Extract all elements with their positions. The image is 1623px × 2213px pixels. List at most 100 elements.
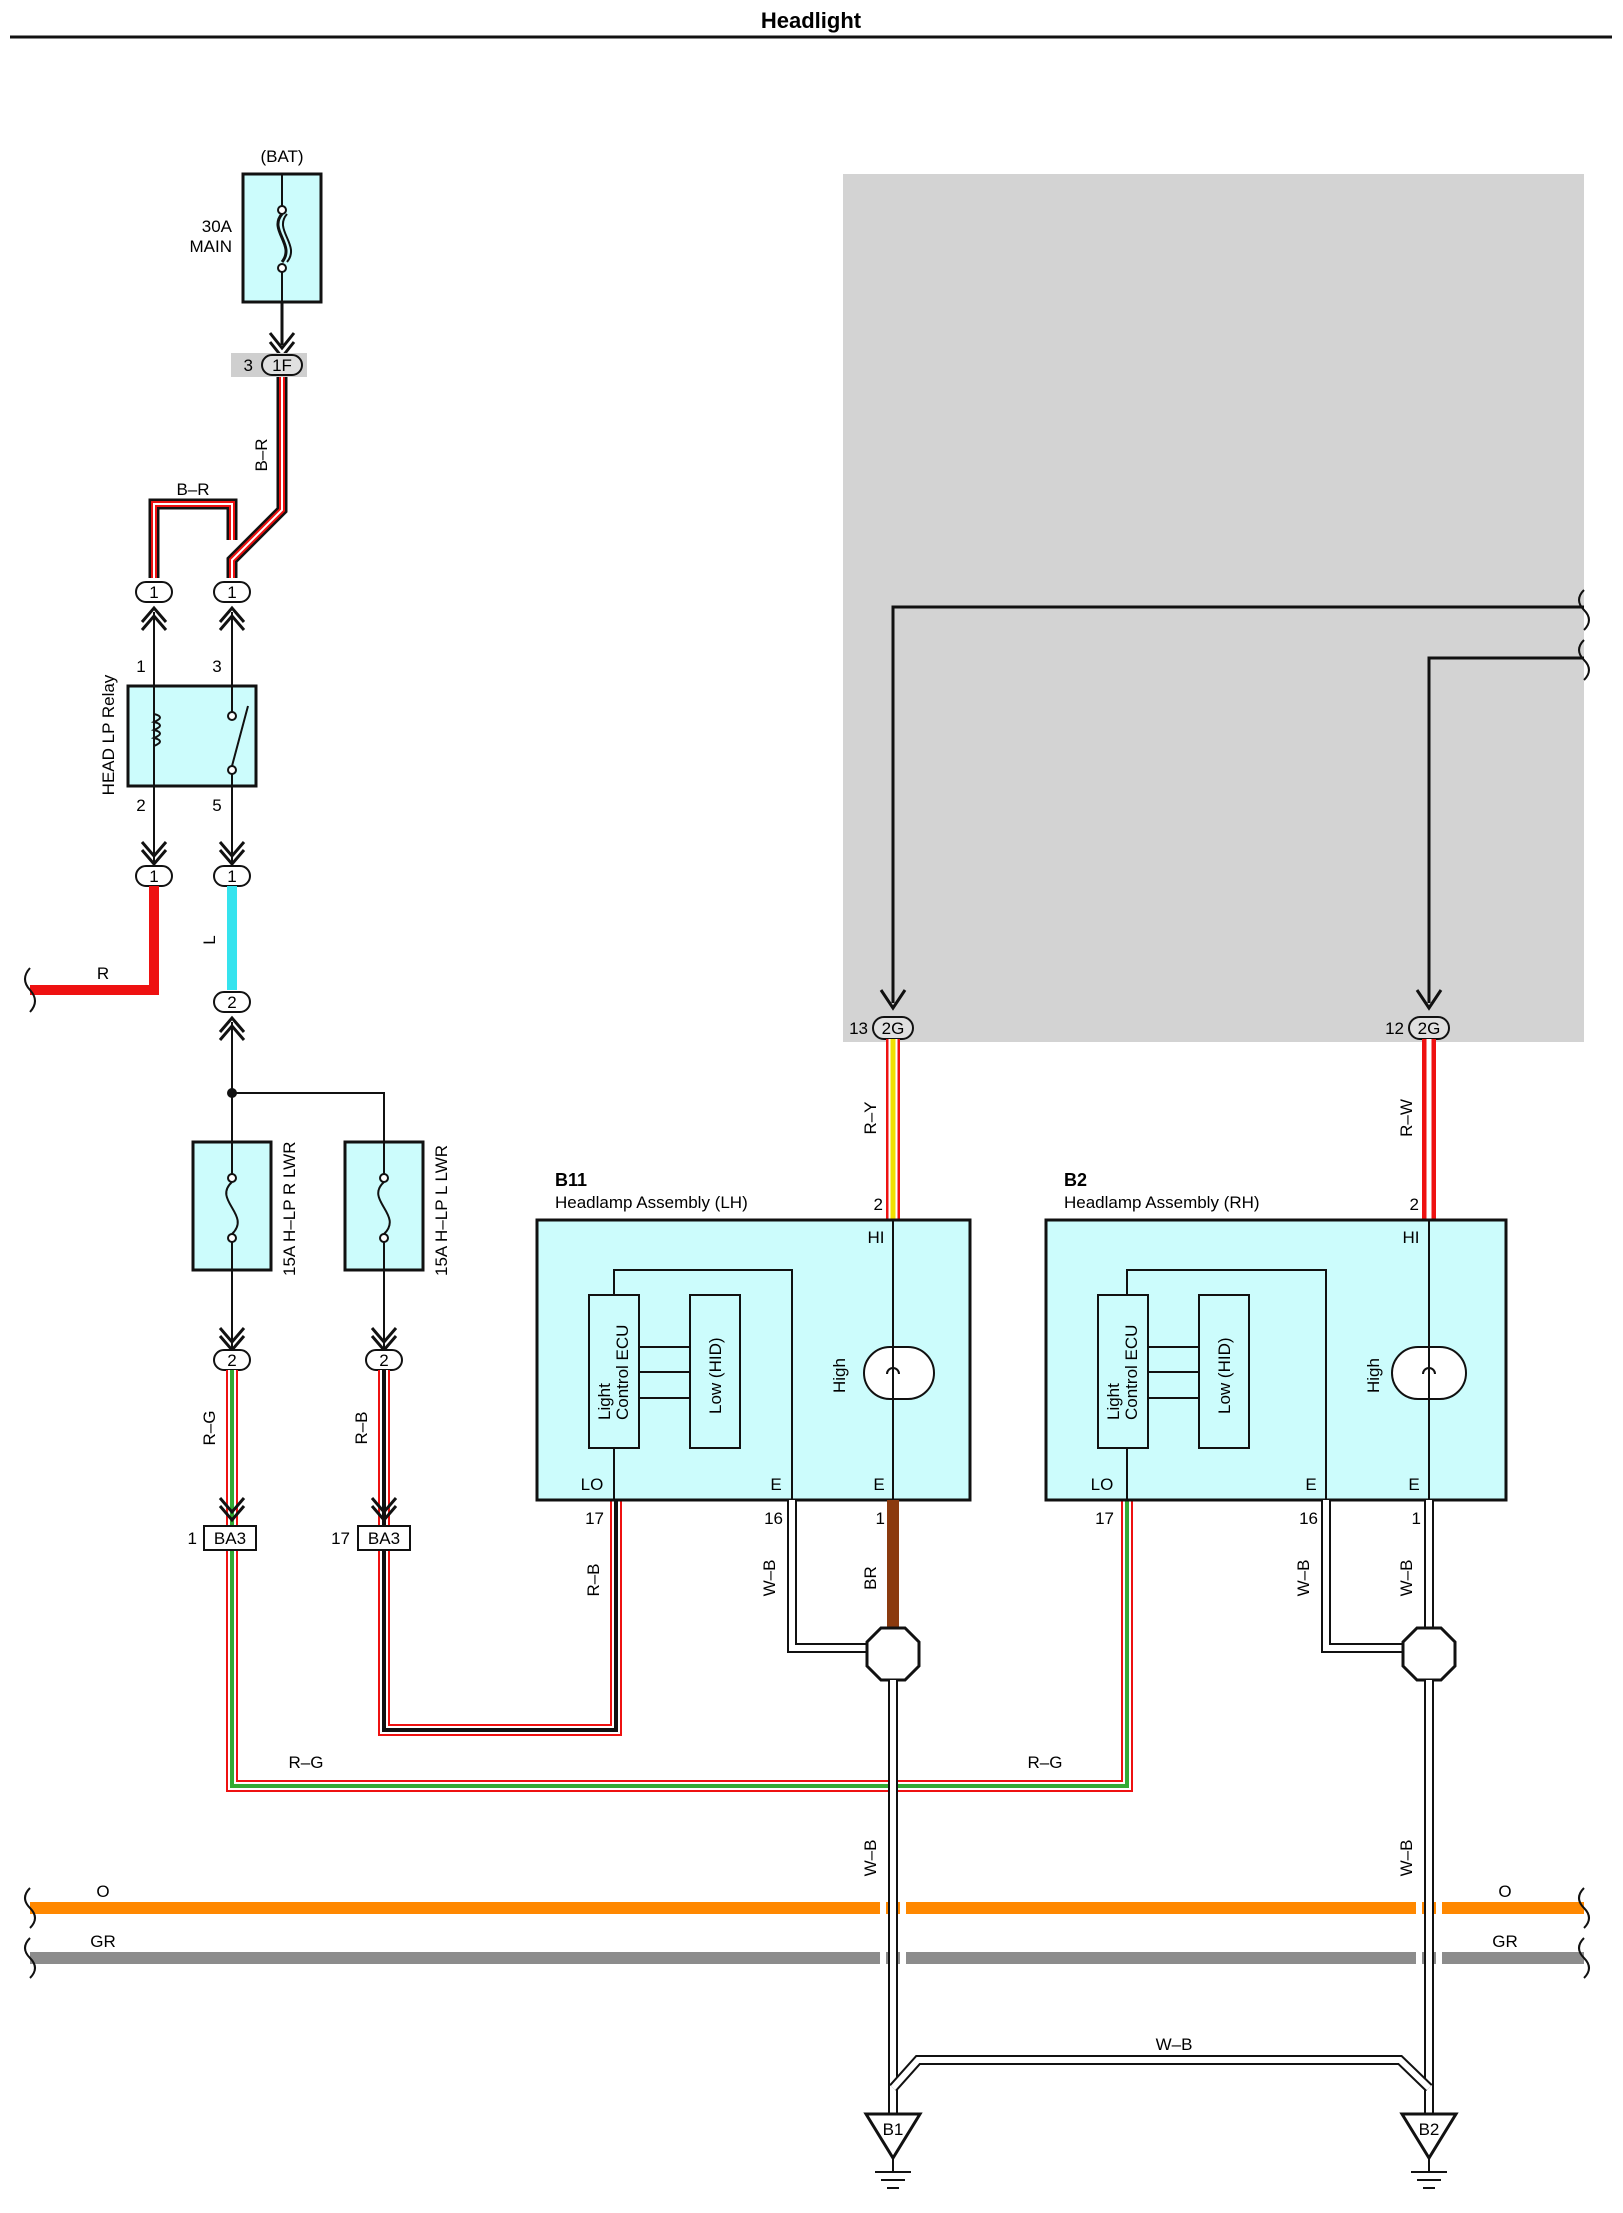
svg-text:Control ECU: Control ECU: [1122, 1325, 1141, 1420]
wire-control-rh: [1427, 656, 1584, 1003]
svg-text:E: E: [873, 1475, 884, 1494]
svg-text:5: 5: [212, 796, 221, 815]
assembly-lh-id: B11: [555, 1170, 587, 1190]
svg-text:BA3: BA3: [368, 1529, 400, 1548]
wire-label-gr-right: GR: [1492, 1932, 1518, 1951]
junction-connector: [213, 991, 251, 1013]
connector-1f: [261, 354, 303, 376]
arrow-icon: [879, 989, 907, 1011]
wire-r-g: [226, 1370, 1133, 1792]
ground-b1-label: B1: [883, 2120, 904, 2139]
relay-coil-icon: [150, 686, 161, 786]
arrow-icon: [218, 1497, 246, 1523]
high-beam-bulb-icon: [1391, 1220, 1467, 1500]
connector-ba3: [357, 1525, 411, 1551]
wire-label-rb-vertical: R–B: [352, 1411, 371, 1444]
svg-text:1: 1: [149, 583, 158, 602]
ground-splice-lh: [865, 1626, 921, 1682]
svg-text:2: 2: [136, 796, 145, 815]
assembly-rh-id: B2: [1064, 1170, 1087, 1190]
wire-w-b-rh-e: [1321, 1500, 1434, 1653]
wire-label-o-left: O: [96, 1882, 109, 1901]
wire-label-r: R: [97, 964, 109, 983]
svg-text:Low (HID): Low (HID): [1215, 1337, 1234, 1414]
svg-text:LO: LO: [581, 1475, 604, 1494]
svg-text:E: E: [1408, 1475, 1419, 1494]
svg-text:1: 1: [876, 1509, 885, 1528]
ground-b2-label: B2: [1419, 2120, 1440, 2139]
assembly-rh-name: Headlamp Assembly (RH): [1064, 1193, 1260, 1212]
svg-text:Light: Light: [595, 1383, 614, 1420]
wire-label-ry: R–Y: [861, 1101, 880, 1134]
svg-text:High: High: [1364, 1358, 1383, 1393]
wire-label-br-vertical: B–R: [252, 438, 271, 471]
wire-control-lh: [891, 605, 1584, 1003]
junction-connector: [135, 581, 173, 603]
wire-label-wb: W–B: [861, 1840, 880, 1877]
svg-text:2: 2: [227, 1351, 236, 1370]
svg-text:1: 1: [227, 867, 236, 886]
wire-label-wb: W–B: [760, 1560, 779, 1597]
arrow-icon: [140, 841, 168, 867]
wire-label-o-right: O: [1498, 1882, 1511, 1901]
fuse-icon: [377, 1142, 391, 1270]
ground-splice-rh: [1401, 1626, 1457, 1682]
ground-b2: [1399, 2112, 1459, 2189]
svg-text:1: 1: [1412, 1509, 1421, 1528]
svg-text:E: E: [1305, 1475, 1316, 1494]
connector-ba3: [203, 1525, 257, 1551]
wire-label-wb-link: W–B: [1156, 2035, 1193, 2054]
junction-connector: [213, 581, 251, 603]
wire-label-rw: R–W: [1397, 1099, 1416, 1137]
svg-text:Low (HID): Low (HID): [706, 1337, 725, 1414]
connector-1f-id: 1F: [272, 356, 292, 375]
main-fuse-amp: 30A: [202, 217, 233, 236]
fuse-icon: [225, 1142, 239, 1270]
connector-2g-rh-pin: 12: [1385, 1019, 1404, 1038]
svg-text:Light: Light: [1104, 1383, 1123, 1420]
svg-text:2G: 2G: [882, 1019, 905, 1038]
relay-name: HEAD LP Relay: [99, 674, 118, 795]
wire-label-gr-left: GR: [90, 1932, 116, 1951]
fuse-r-label: 15A H–LP R LWR: [280, 1141, 299, 1276]
arrow-icon: [218, 841, 246, 867]
wire-label-rg-left: R–G: [289, 1753, 324, 1772]
relay-switch-icon: [227, 686, 249, 786]
wire-label-br: B–R: [176, 480, 209, 499]
wire-label-rb-lo: R–B: [584, 1563, 603, 1596]
wire-label-wb: W–B: [1294, 1560, 1313, 1597]
fuse-icon: [276, 174, 293, 302]
svg-text:16: 16: [764, 1509, 783, 1528]
svg-text:2: 2: [874, 1195, 883, 1214]
wire-b-r: [148, 377, 288, 578]
svg-text:LO: LO: [1091, 1475, 1114, 1494]
offpage-break: [24, 1937, 36, 1979]
connector-ba3-pin: 17: [331, 1529, 350, 1548]
arrow-icon: [1415, 989, 1443, 1011]
wire-w-b-link: [889, 2055, 1433, 2092]
connector-ba3-pin: 1: [188, 1529, 197, 1548]
wire-w-b-lh-e: [787, 1500, 870, 1653]
svg-text:1: 1: [149, 867, 158, 886]
connector-1f-pin: 3: [244, 356, 253, 375]
main-fuse-name: MAIN: [190, 237, 233, 256]
ground-b1: [863, 2112, 923, 2189]
svg-text:HI: HI: [1403, 1228, 1420, 1247]
svg-text:2G: 2G: [1418, 1019, 1441, 1038]
svg-text:High: High: [830, 1358, 849, 1393]
svg-text:1: 1: [227, 583, 236, 602]
svg-text:3: 3: [212, 657, 221, 676]
assembly-lh-name: Headlamp Assembly (LH): [555, 1193, 748, 1212]
svg-text:2: 2: [1410, 1195, 1419, 1214]
wire-label-rg-right: R–G: [1028, 1753, 1063, 1772]
wire-label-l: L: [200, 935, 219, 944]
svg-text:E: E: [770, 1475, 781, 1494]
svg-text:2: 2: [227, 993, 236, 1012]
page-title: Headlight: [761, 8, 862, 33]
battery-label: (BAT): [260, 147, 303, 166]
svg-text:17: 17: [1095, 1509, 1114, 1528]
connector-2g-lh-pin: 13: [849, 1019, 868, 1038]
wire-r: [30, 886, 159, 995]
wire-label-wb: W–B: [1397, 1840, 1416, 1877]
